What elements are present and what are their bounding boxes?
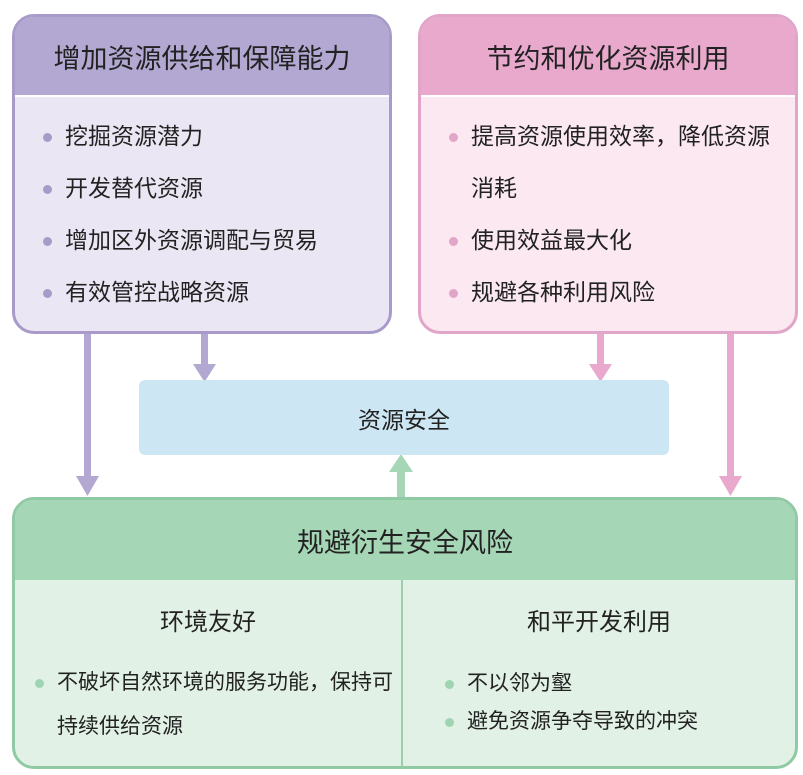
bullet-dot-icon [445, 680, 454, 689]
list-item: 不以邻为壑 [445, 664, 795, 702]
bullet-dot-icon [449, 289, 458, 298]
save-list: 提高资源使用效率，降低资源消耗 使用效益最大化 规避各种利用风险 [421, 97, 795, 319]
bullet-dot-icon [43, 289, 52, 298]
list-item: 有效管控战略资源 [43, 267, 389, 319]
bullet-dot-icon [43, 185, 52, 194]
save-box: 节约和优化资源利用 提高资源使用效率，降低资源消耗 使用效益最大化 规避各种利用… [418, 14, 798, 334]
bullet-dot-icon [43, 133, 52, 142]
bullet-dot-icon [445, 718, 454, 727]
environment-title: 环境友好 [160, 608, 256, 636]
bullet-dot-icon [35, 679, 44, 688]
list-item: 开发替代资源 [43, 163, 389, 215]
derived-title: 规避衍生安全风险 [15, 500, 795, 580]
list-item: 使用效益最大化 [449, 215, 795, 267]
peace-column: 和平开发利用 不以邻为壑 避免资源争夺导致的冲突 [403, 580, 795, 740]
save-title: 节约和优化资源利用 [421, 17, 795, 97]
peace-list: 不以邻为壑 避免资源争夺导致的冲突 [403, 642, 795, 740]
arrow-supply-to-security [193, 334, 216, 382]
environment-list: 不破坏自然环境的服务功能，保持可持续供给资源 [15, 642, 401, 748]
list-item: 避免资源争夺导致的冲突 [445, 702, 795, 740]
derived-risk-box: 规避衍生安全风险 环境友好 不破坏自然环境的服务功能，保持可持续供给资源 和平开… [12, 497, 798, 769]
supply-list: 挖掘资源潜力 开发替代资源 增加区外资源调配与贸易 有效管控战略资源 [15, 97, 389, 319]
resource-security-box: 资源安全 [139, 380, 669, 455]
list-item: 不破坏自然环境的服务功能，保持可持续供给资源 [35, 660, 401, 748]
list-item: 规避各种利用风险 [449, 267, 795, 319]
list-item: 挖掘资源潜力 [43, 111, 389, 163]
supply-box: 增加资源供给和保障能力 挖掘资源潜力 开发替代资源 增加区外资源调配与贸易 有效… [12, 14, 392, 334]
arrow-save-to-security [589, 334, 612, 382]
arrow-supply-to-derived [76, 334, 99, 496]
peace-title: 和平开发利用 [527, 608, 671, 636]
supply-title: 增加资源供给和保障能力 [15, 17, 389, 97]
bullet-dot-icon [449, 133, 458, 142]
bullet-dot-icon [43, 237, 52, 246]
arrow-save-to-derived [719, 334, 742, 496]
environment-column: 环境友好 不破坏自然环境的服务功能，保持可持续供给资源 [15, 580, 401, 748]
list-item: 提高资源使用效率，降低资源消耗 [449, 111, 795, 215]
column-divider [401, 580, 403, 766]
bullet-dot-icon [449, 237, 458, 246]
list-item: 增加区外资源调配与贸易 [43, 215, 389, 267]
arrow-derived-to-security [389, 454, 413, 498]
